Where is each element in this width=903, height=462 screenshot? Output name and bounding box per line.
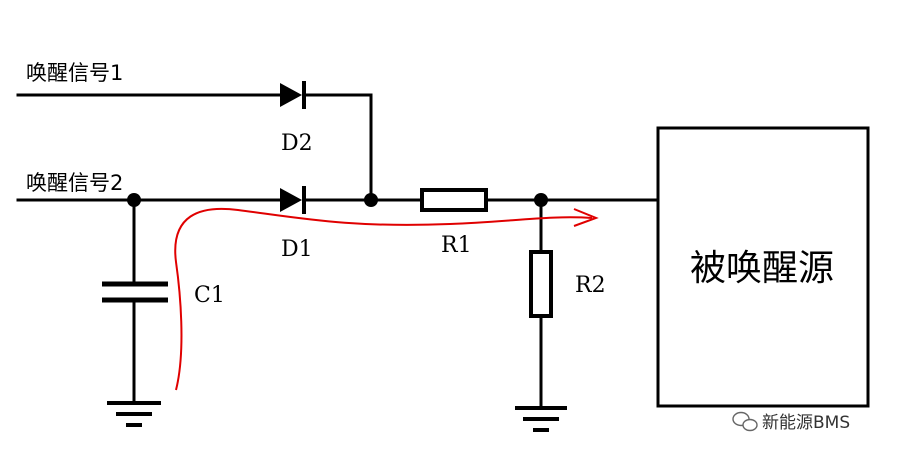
label-r2: R2	[575, 273, 606, 298]
diode-d1-triangle	[280, 188, 302, 212]
junction-d2	[364, 193, 378, 207]
ground-c1	[107, 401, 161, 427]
watermark-text: 新能源BMS	[762, 413, 850, 433]
label-signal2: 唤醒信号2	[26, 171, 123, 195]
wechat-icon	[732, 411, 758, 432]
label-d2: D2	[281, 131, 313, 156]
label-r1: R1	[441, 233, 472, 258]
label-d1: D1	[281, 237, 313, 262]
resistor-r1	[420, 188, 488, 212]
label-target: 被唤醒源	[690, 248, 834, 289]
junction-r2	[534, 193, 548, 207]
junctions	[127, 193, 548, 207]
diode-d2	[280, 81, 306, 109]
current-path-arrow	[174, 207, 593, 391]
resistor-r2	[529, 250, 553, 318]
capacitor-c1	[102, 281, 168, 303]
ground-r2	[515, 406, 567, 432]
wire-d2-to-junction	[304, 93, 373, 202]
current-path-arrowhead	[573, 208, 599, 227]
label-signal1: 唤醒信号1	[26, 61, 123, 85]
junction-c1	[127, 193, 141, 207]
wires	[16, 93, 660, 407]
diode-d1	[280, 186, 306, 214]
target-box	[656, 126, 870, 408]
diode-d2-triangle	[280, 83, 302, 107]
watermark: 新能源BMS	[732, 411, 850, 433]
label-c1: C1	[194, 283, 225, 308]
